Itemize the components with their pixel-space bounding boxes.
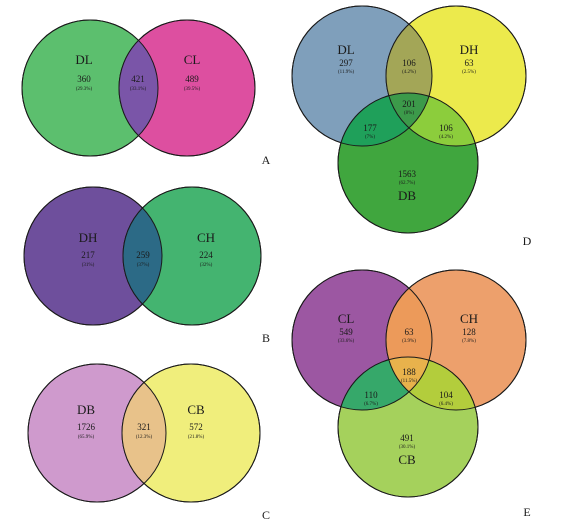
pct-d-dl-db: (7%) [365, 135, 375, 140]
set-label-dh: DH [79, 230, 98, 245]
pct-e-all: (11.5%) [401, 379, 417, 384]
count-db-cb: 321 [137, 422, 151, 432]
count-d-all: 201 [402, 99, 416, 109]
set-label-ch: CH [197, 230, 215, 245]
venn-overlap-dh-db [386, 93, 478, 146]
count-d-dh-only: 63 [465, 58, 475, 68]
count-e-cb-only: 491 [400, 433, 414, 443]
count-cl-only: 489 [185, 74, 199, 84]
set-label-db: DB [77, 402, 95, 417]
panel-c: DB 1726 (65.9%) 321 (12.3%) CB 572 (21.8… [27, 363, 270, 522]
set-label-cb: CB [187, 402, 205, 417]
pct-d-all: (8%) [404, 111, 414, 116]
count-d-dl-dh: 106 [402, 58, 416, 68]
venn-overlap-dl-db [338, 93, 432, 146]
count-dh-ch: 259 [136, 250, 150, 260]
pct-e-cl-only: (33.6%) [338, 339, 355, 344]
panel-letter-c: C [262, 508, 270, 522]
pct-e-cl-ch: (3.9%) [402, 339, 416, 344]
pct-e-cl-cb: (6.7%) [364, 402, 378, 407]
panel-letter-a: A [262, 153, 271, 167]
count-d-db-only: 1563 [398, 169, 417, 179]
set-label-dl-d: DL [337, 42, 354, 57]
venn-overlap-cl-cb [338, 357, 432, 410]
count-e-ch-only: 128 [462, 327, 476, 337]
count-e-cl-ch: 63 [405, 327, 415, 337]
count-d-dl-db: 177 [363, 123, 377, 133]
pct-e-cb-only: (30.1%) [399, 445, 416, 450]
count-e-ch-cb: 104 [439, 390, 453, 400]
pct-d-dl-dh: (4.2%) [402, 70, 416, 75]
pct-e-ch-cb: (6.4%) [439, 402, 453, 407]
pct-d-dh-only: (2.5%) [462, 70, 476, 75]
panel-e: CL 549 (33.6%) CH 128 (7.8%) 63 (3.9%) 1… [291, 269, 531, 519]
panel-d: DL 297 (11.9%) DH 63 (2.5%) 106 (4.2%) 2… [291, 5, 532, 248]
count-d-dl-only: 297 [339, 58, 353, 68]
panel-b: DH 217 (31%) 259 (37%) CH 224 (32%) B [23, 186, 270, 345]
pct-dl-only: (29.3%) [76, 87, 93, 92]
pct-dh-ch: (37%) [137, 263, 150, 268]
set-label-cl: CL [184, 52, 201, 67]
count-db-only: 1726 [77, 422, 96, 432]
pct-d-dh-db: (4.2%) [439, 135, 453, 140]
pct-cl-only: (39.5%) [184, 87, 201, 92]
set-label-dh-d: DH [460, 42, 479, 57]
venn-overlap-ch-cb [386, 357, 478, 410]
count-e-all: 188 [402, 367, 416, 377]
set-label-cb-e: CB [398, 452, 416, 467]
panel-letter-e: E [523, 505, 530, 519]
set-label-db-d: DB [398, 188, 416, 203]
pct-d-dl-only: (11.9%) [338, 70, 354, 75]
pct-db-cb: (12.3%) [136, 435, 153, 440]
pct-d-db-only: (62.7%) [399, 181, 416, 186]
panel-letter-b: B [262, 331, 270, 345]
count-d-dh-db: 106 [439, 123, 453, 133]
panel-letter-d: D [523, 234, 532, 248]
pct-db-only: (65.9%) [78, 435, 95, 440]
count-cb-only: 572 [189, 422, 203, 432]
set-label-ch-e: CH [460, 311, 478, 326]
set-label-cl-e: CL [338, 311, 355, 326]
count-dh-only: 217 [81, 250, 95, 260]
pct-ch-only: (32%) [200, 263, 213, 268]
pct-cb-only: (21.8%) [188, 435, 205, 440]
count-e-cl-cb: 110 [364, 390, 378, 400]
count-e-cl-only: 549 [339, 327, 353, 337]
pct-dl-cl: (33.1%) [130, 87, 147, 92]
pct-e-ch-only: (7.8%) [462, 339, 476, 344]
count-ch-only: 224 [199, 250, 213, 260]
count-dl-cl: 421 [131, 74, 145, 84]
count-dl-only: 360 [77, 74, 91, 84]
pct-dh-only: (31%) [82, 263, 95, 268]
set-label-dl: DL [75, 52, 92, 67]
panel-a: DL 360 (29.3%) 421 (33.1%) CL 489 (39.5%… [21, 19, 271, 167]
